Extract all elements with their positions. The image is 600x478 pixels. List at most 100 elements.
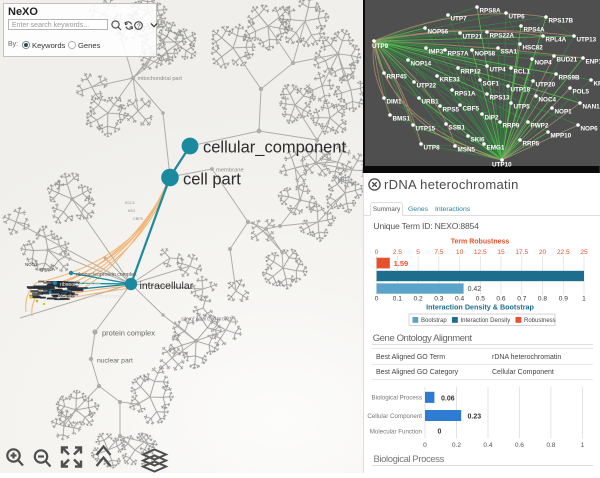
svg-text:UTP4: UTP4: [490, 67, 507, 74]
svg-text:1: 1: [582, 296, 586, 303]
svg-text:EMG1: EMG1: [487, 145, 505, 152]
svg-text:Bootstrap: Bootstrap: [421, 318, 447, 324]
svg-text:UTP6: UTP6: [509, 14, 526, 21]
svg-text:Interaction Density & Bootstra: Interaction Density & Bootstrap: [426, 303, 534, 312]
svg-text:20: 20: [539, 249, 547, 256]
svg-text:BUD21: BUD21: [557, 57, 578, 64]
svg-text:SSB1: SSB1: [449, 125, 466, 132]
svg-text:Term Robustness: Term Robustness: [451, 239, 510, 246]
svg-text:nuclear part: nuclear part: [97, 358, 133, 365]
svg-text:RPS1A: RPS1A: [455, 91, 476, 98]
svg-text:1: 1: [581, 442, 585, 449]
svg-text:UTP21: UTP21: [463, 34, 483, 41]
svg-text:mitochondrial part: mitochondrial part: [138, 76, 183, 82]
svg-text:RRP9: RRP9: [503, 123, 520, 130]
svg-text:22.5: 22.5: [557, 249, 570, 256]
svg-text:5: 5: [416, 249, 420, 256]
svg-text:UTP22: UTP22: [417, 83, 437, 90]
svg-text:0.6: 0.6: [496, 296, 505, 303]
svg-text:RRP12: RRP12: [461, 69, 482, 76]
svg-text:DIP2: DIP2: [485, 115, 499, 122]
svg-text:0.8: 0.8: [538, 296, 547, 303]
svg-text:CBF5: CBF5: [133, 217, 143, 221]
svg-text:IMP3: IMP3: [429, 49, 444, 56]
svg-text:HSC82: HSC82: [523, 45, 544, 52]
svg-text:RPS8A: RPS8A: [480, 8, 501, 15]
svg-text:0.4: 0.4: [483, 442, 492, 449]
svg-text:2.5: 2.5: [393, 249, 402, 256]
svg-text:Cellular Component: Cellular Component: [367, 413, 422, 420]
svg-text:0: 0: [375, 296, 379, 303]
svg-text:?: ?: [137, 23, 141, 30]
svg-text:RPL4A: RPL4A: [546, 37, 567, 44]
svg-text:intracellular: intracellular: [140, 280, 194, 292]
svg-text:0.23: 0.23: [468, 414, 482, 421]
svg-text:0.3: 0.3: [434, 296, 443, 303]
svg-text:1.59: 1.59: [394, 259, 409, 268]
svg-text:UTP13: UTP13: [577, 37, 597, 44]
svg-text:RRP5: RRP5: [523, 141, 540, 148]
svg-text:Robustness: Robustness: [524, 318, 556, 324]
svg-text:NOP58: NOP58: [475, 51, 496, 58]
svg-text:DIM1: DIM1: [387, 99, 403, 106]
svg-text:UTP15: UTP15: [416, 126, 436, 133]
svg-text:0: 0: [423, 442, 427, 449]
svg-text:Biological Process: Biological Process: [371, 395, 422, 402]
svg-text:Interaction Density: Interaction Density: [461, 318, 511, 324]
svg-text:RPS5: RPS5: [443, 107, 460, 114]
svg-text:POL5: POL5: [573, 89, 590, 96]
svg-text:0.5: 0.5: [476, 296, 485, 303]
svg-text:site of polarized growth: site of polarized growth: [181, 317, 233, 323]
svg-text:KRE33: KRE33: [440, 77, 461, 84]
svg-text:0.06: 0.06: [441, 396, 455, 403]
svg-text:URB1: URB1: [422, 99, 440, 106]
svg-text:ribosomal subunit: ribosomal subunit: [60, 282, 101, 288]
svg-text:NOG1: NOG1: [25, 262, 38, 267]
svg-text:Molecular Function: Molecular Function: [370, 429, 423, 436]
svg-text:0.1: 0.1: [393, 296, 402, 303]
svg-text:17.5: 17.5: [515, 249, 528, 256]
svg-text:RCL1: RCL1: [514, 69, 531, 76]
svg-text:NOP6: NOP6: [581, 126, 599, 133]
svg-text:UTP20: UTP20: [536, 82, 556, 89]
svg-text:cell part: cell part: [183, 171, 241, 189]
svg-text:0: 0: [438, 429, 442, 436]
svg-text:membrane: membrane: [216, 168, 244, 174]
svg-text:NOP4: NOP4: [535, 60, 553, 67]
svg-text:ECL5: ECL5: [125, 201, 135, 205]
svg-text:RPS7A: RPS7A: [448, 51, 469, 58]
svg-text:25: 25: [580, 249, 588, 256]
svg-text:ribonucleoprotein complex: ribonucleoprotein complex: [76, 272, 137, 278]
svg-text:0.7: 0.7: [517, 296, 526, 303]
svg-text:12.5: 12.5: [474, 249, 487, 256]
svg-text:NAN1: NAN1: [583, 104, 600, 111]
svg-text:60S ribosomal subunit precurso: 60S ribosomal subunit precursor: [58, 294, 125, 299]
svg-text:ENP1: ENP1: [586, 59, 600, 66]
svg-text:MSN5: MSN5: [458, 147, 476, 154]
svg-text:KRE: KRE: [594, 81, 600, 88]
svg-text:RPS1A: RPS1A: [40, 267, 56, 272]
svg-text:protein complex: protein complex: [102, 329, 155, 338]
svg-text:RPS17B: RPS17B: [549, 18, 574, 25]
svg-text:NOP14: NOP14: [411, 61, 432, 68]
svg-text:0.42: 0.42: [468, 286, 482, 293]
svg-text:UTP18: UTP18: [511, 87, 531, 94]
svg-text:cellular_component: cellular_component: [203, 139, 347, 157]
svg-text:0.8: 0.8: [546, 442, 555, 449]
svg-text:RPS13: RPS13: [490, 95, 510, 102]
svg-text:RPS9B: RPS9B: [559, 75, 580, 82]
svg-text:NOP1: NOP1: [555, 109, 573, 116]
svg-text:UTP10: UTP10: [492, 162, 512, 169]
svg-text:CBF5: CBF5: [463, 106, 480, 113]
svg-text:0.9: 0.9: [559, 296, 568, 303]
svg-text:15: 15: [497, 249, 505, 256]
svg-text:UTP7: UTP7: [451, 16, 468, 23]
svg-text:7.5: 7.5: [434, 249, 443, 256]
svg-text:PWP2: PWP2: [531, 123, 549, 130]
svg-text:SKI6: SKI6: [471, 137, 485, 144]
svg-text:SSA1: SSA1: [501, 49, 518, 56]
svg-text:0.4: 0.4: [455, 296, 464, 303]
svg-text:SOF1: SOF1: [483, 81, 500, 88]
svg-text:RRP45: RRP45: [387, 74, 408, 81]
svg-text:0.6: 0.6: [515, 442, 524, 449]
